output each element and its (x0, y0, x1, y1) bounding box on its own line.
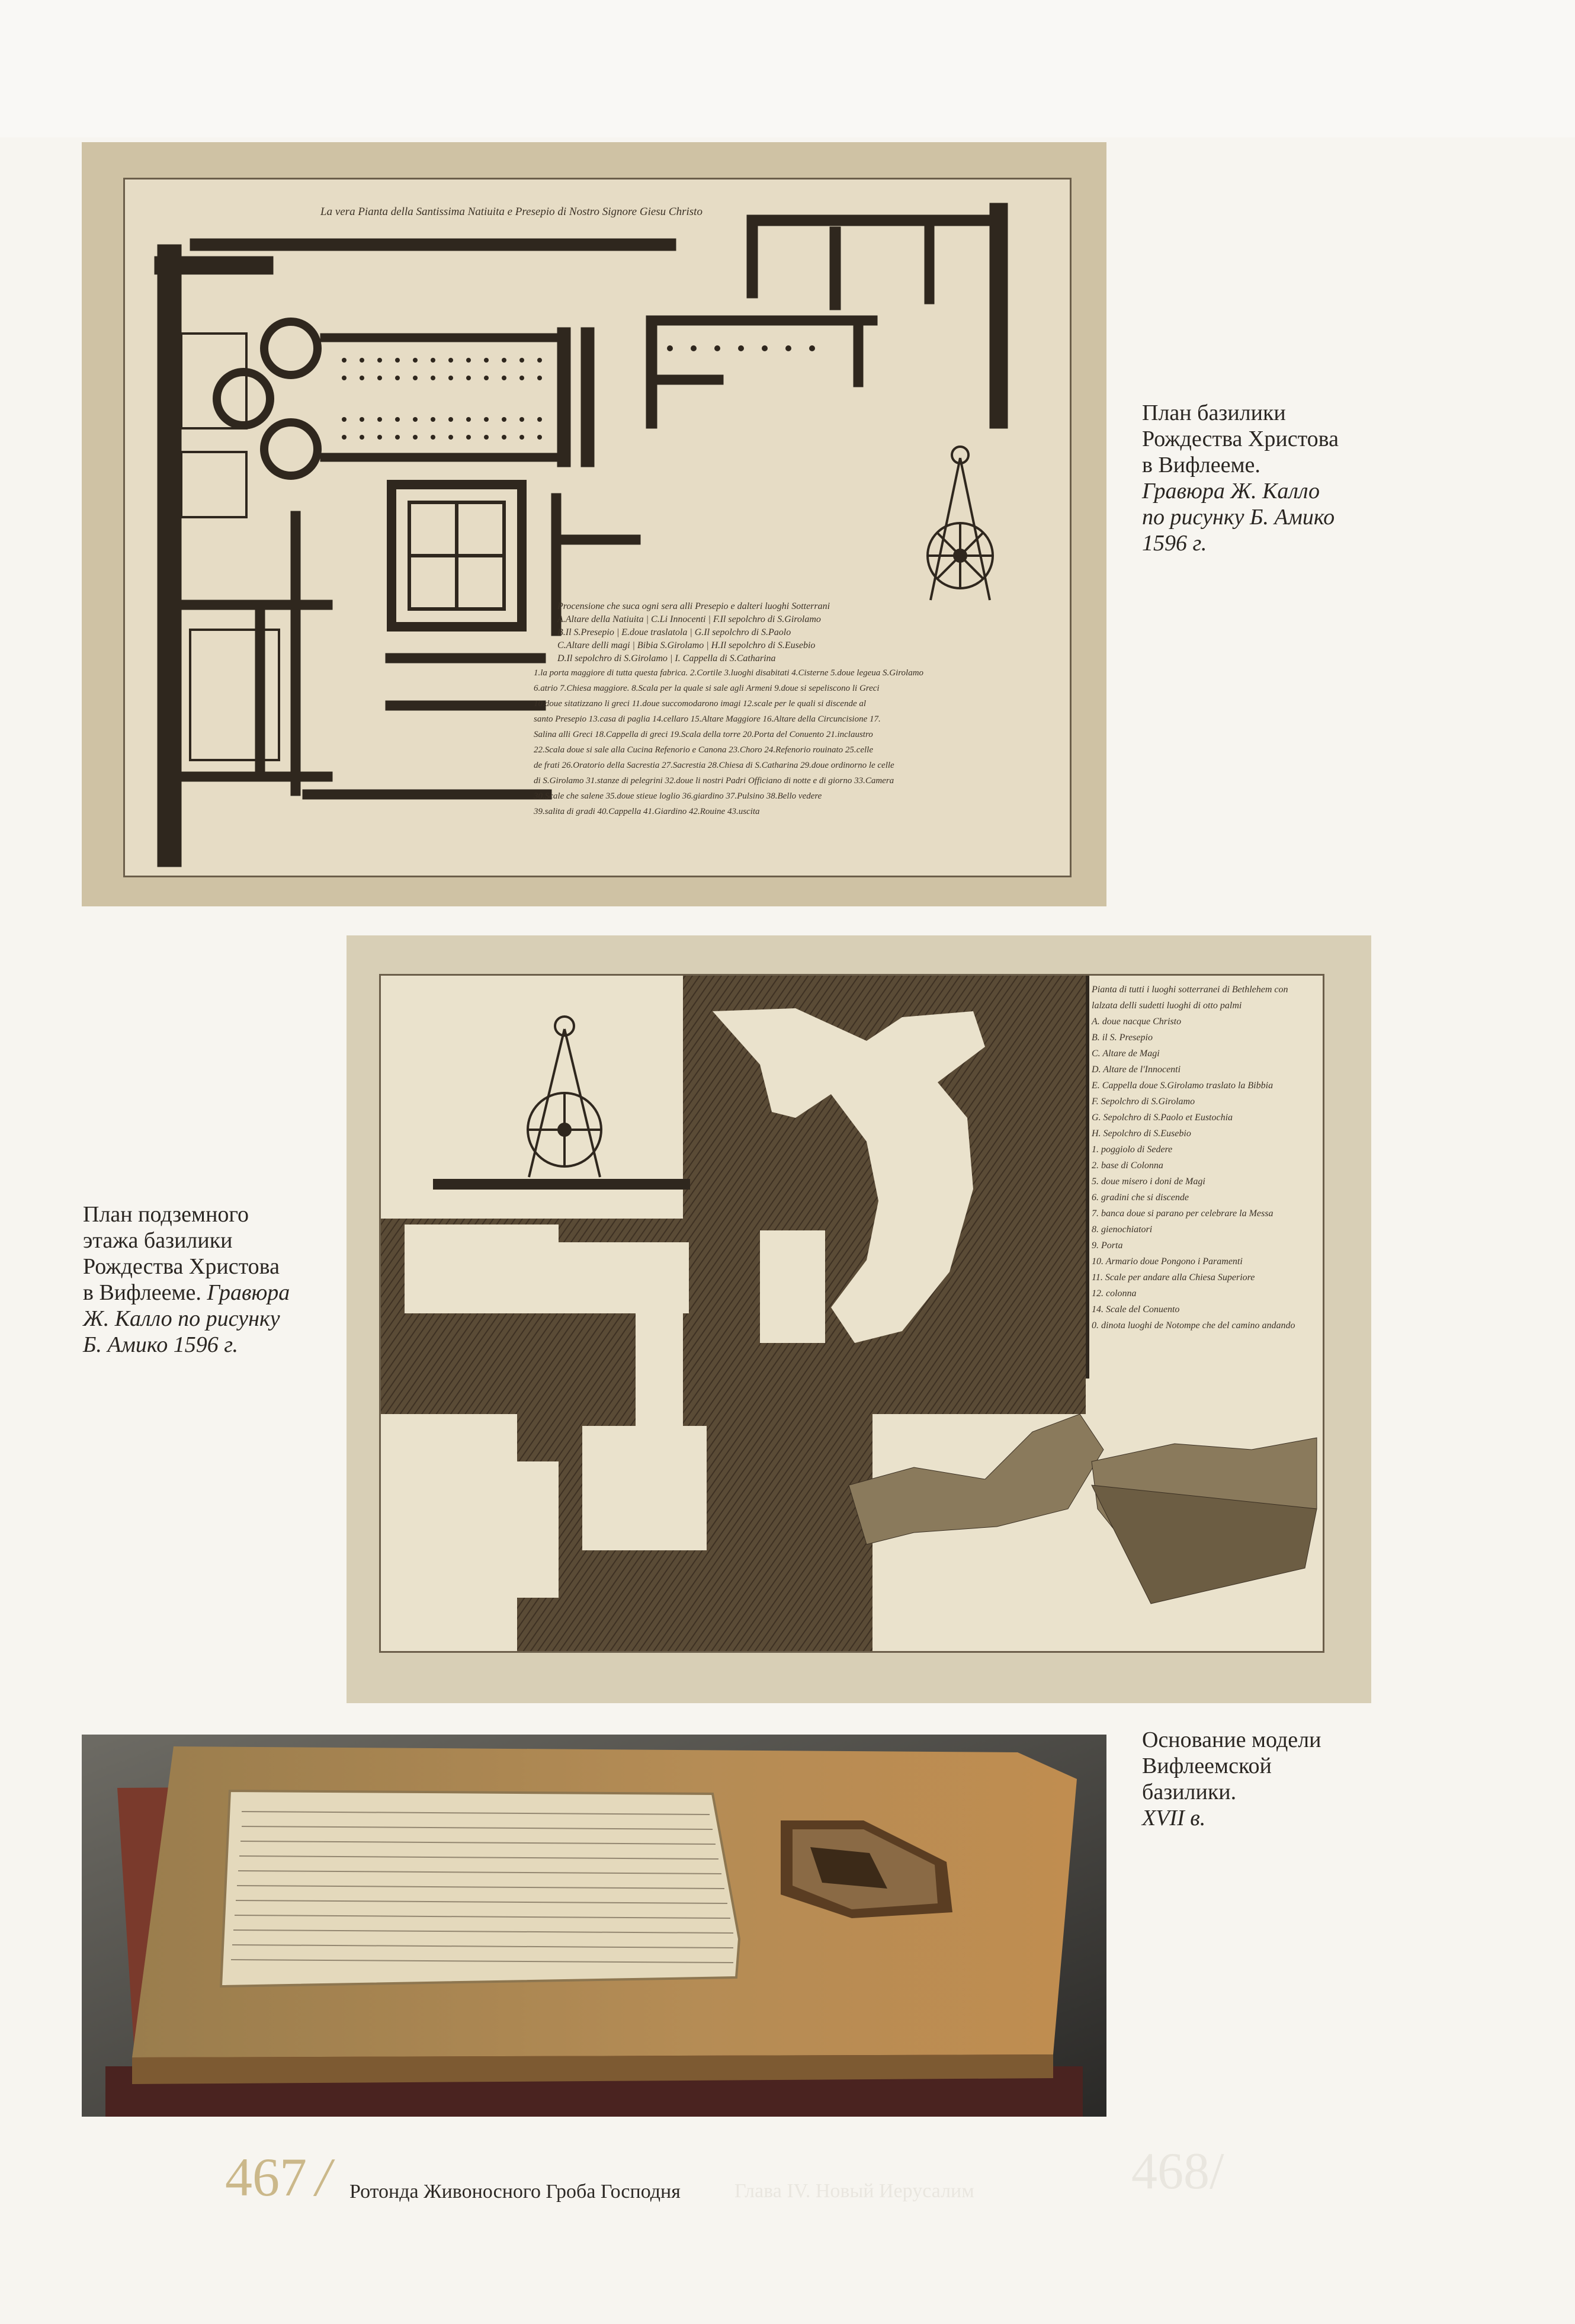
legend-line: 10. Armario doue Pongono i Paramenti (1092, 1256, 1243, 1267)
caption-line: базилики. (1142, 1780, 1237, 1804)
legend-line: di S.Girolamo 31.stanze di pelegrini 32.… (534, 776, 894, 786)
legend-line: 1. poggiolo di Sedere (1092, 1145, 1173, 1155)
legend-line: 6.atrio 7.Chiesa maggiore. 8.Scala per l… (534, 684, 880, 693)
legend-line: 30.Scale che salene 35.doue stieue logli… (534, 791, 822, 801)
caption-line: 1596 г. (1142, 531, 1207, 556)
caption-line: Рождества Христова (1142, 427, 1339, 451)
basilica-plan-drawing (154, 203, 1008, 867)
legend-line: 6. gradini che si discende (1092, 1193, 1189, 1203)
caption-line: по рисунку Б. Амико (1142, 505, 1335, 530)
legend-line: 7. banca doue si parano per celebrare la… (1092, 1209, 1274, 1219)
engraving-paper: Pianta di tutti i luoghi sotterranei di … (379, 974, 1324, 1653)
legend-line: 5. doue misero i doni de Magi (1092, 1177, 1205, 1187)
basilica-legend: Procensione che suca ogni sera alli Pres… (557, 600, 830, 665)
caption-underground-plan: План подземного этажа базилики Рождества… (83, 1201, 290, 1358)
showthrough-footer: 468/ (1131, 2143, 1224, 2200)
caption-line: Гравюра Ж. Калло (1142, 479, 1320, 504)
caption-line: Рождества Христова (83, 1254, 280, 1279)
page-number-slash: / (316, 2147, 331, 2207)
legend-line: F. Sepolchro di S.Girolamo (1092, 1097, 1195, 1107)
model-base-photo (82, 1735, 1106, 2117)
legend-line: 11. Scale per andare alla Chiesa Superio… (1092, 1272, 1255, 1283)
basilica-numbered-legend: 1.la porta maggiore di tutta questa fabr… (534, 665, 923, 819)
caption-line: Б. Амико 1596 г. (83, 1332, 239, 1357)
legend-line: 12. colonna (1092, 1288, 1137, 1299)
legend-line: D.Il sepolchro di S.Girolamo | I. Cappel… (557, 653, 776, 663)
running-title: Ротонда Живоносного Гроба Господня (349, 2181, 681, 2203)
legend-line: Procensione che suca ogni sera alli Pres… (557, 601, 830, 611)
figure-underground-plan: Pianta di tutti i luoghi sotterranei di … (347, 935, 1371, 1703)
legend-line: de frati 26.Oratorio della Sacrestia 27.… (534, 761, 894, 770)
caption-model-base: Основание модели Вифлеемской базилики. X… (1142, 1727, 1321, 1831)
caption-line: этажа базилики (83, 1228, 233, 1253)
figure-basilica-plan: La vera Pianta della Santissima Natiuita… (82, 142, 1106, 906)
legend-line: 22.Scala doue si sale alla Cucina Refeno… (534, 745, 873, 755)
legend-line: santo Presepio 13.casa di paglia 14.cell… (534, 714, 881, 724)
legend-line: C.Altare delli magi | Bibia S.Girolamo |… (557, 640, 816, 650)
engraving-title: La vera Pianta della Santissima Natiuita… (320, 206, 703, 218)
legend-line: H. Sepolchro di S.Eusebio (1092, 1129, 1191, 1139)
legend-line: lalzata delli sudetti luoghi di otto pal… (1092, 1001, 1242, 1011)
legend-line: G. Sepolchro di S.Paolo et Eustochia (1092, 1113, 1233, 1123)
page-number: 467 (225, 2147, 307, 2207)
legend-line: E. Cappella doue S.Girolamo traslato la … (1092, 1081, 1274, 1091)
legend-line: C. Altare de Magi (1092, 1049, 1160, 1059)
caption-basilica-plan: План базилики Рождества Христова в Вифле… (1142, 400, 1339, 556)
caption-line: в Вифлееме. (83, 1280, 201, 1305)
caption-line: XVII в. (1142, 1806, 1206, 1831)
legend-line: 39.salita di gradi 40.Cappella 41.Giardi… (534, 807, 760, 816)
top-band (0, 0, 1575, 137)
caption-line: Основание модели (1142, 1727, 1321, 1752)
caption-line: Гравюра (207, 1280, 290, 1305)
compass-icon (926, 445, 994, 601)
legend-line: Pianta di tutti i luoghi sotterranei di … (1092, 985, 1288, 995)
legend-line: Salina alli Greci 18.Cappella di greci 1… (534, 730, 873, 739)
caption-line: Вифлеемской (1142, 1754, 1272, 1778)
underground-plan-drawing (381, 976, 1317, 1651)
legend-line: 0. dinota luoghi de Notompe che del cami… (1092, 1320, 1295, 1331)
legend-line: D. Altare de l'Innocenti (1092, 1065, 1181, 1075)
figure-model-base-photo (82, 1735, 1106, 2117)
caption-line: План подземного (83, 1202, 249, 1227)
legend-line: A. doue nacque Christo (1092, 1017, 1182, 1027)
legend-line: 2. base di Colonna (1092, 1161, 1163, 1171)
engraving-paper: La vera Pianta della Santissima Natiuita… (123, 178, 1072, 877)
legend-line: A.Altare della Natiuita | C.Li Innocenti… (557, 614, 821, 624)
legend-line: B.Il S.Presepio | E.doue traslatola | G.… (557, 627, 791, 637)
legend-line: 8. gienochiatori (1092, 1224, 1153, 1235)
caption-line: План базилики (1142, 400, 1286, 425)
showthrough-title: Глава IV. Новый Иерусалим (734, 2180, 974, 2202)
legend-line: B. il S. Presepio (1092, 1033, 1153, 1043)
legend-line: 10.doue sitatizzano li greci 11.doue suc… (534, 699, 867, 709)
caption-line: Ж. Калло по рисунку (83, 1306, 280, 1331)
caption-line: в Вифлееме. (1142, 453, 1260, 477)
legend-line: 1.la porta maggiore di tutta questa fabr… (534, 668, 924, 678)
legend-line: 14. Scale del Conuento (1092, 1304, 1180, 1315)
legend-line: 9. Porta (1092, 1240, 1123, 1251)
compass-icon (433, 1015, 690, 1190)
underground-legend: Pianta di tutti i luoghi sotterranei di … (1092, 982, 1295, 1334)
